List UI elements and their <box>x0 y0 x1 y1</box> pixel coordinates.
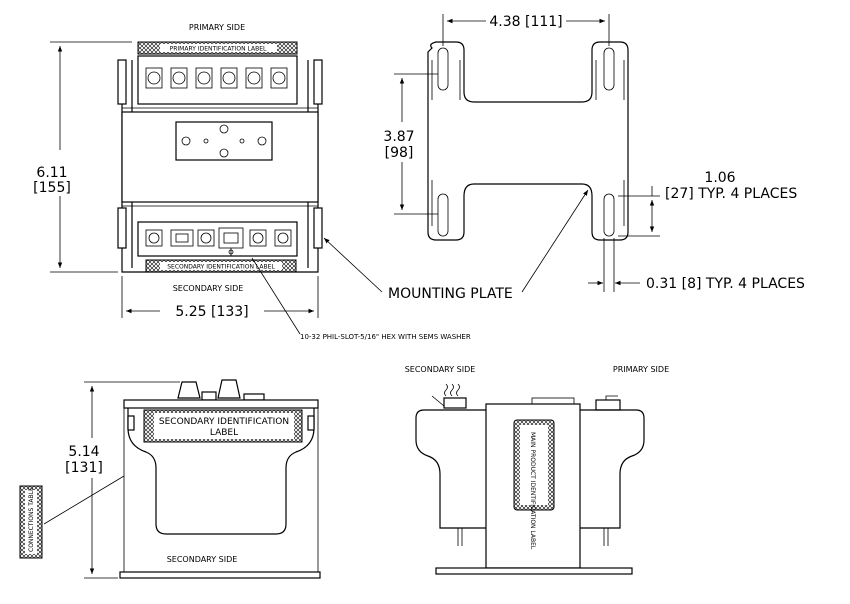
secondary-terminal-block <box>137 221 298 257</box>
primary-terminals <box>145 67 288 89</box>
front-primary-side-text: PRIMARY SIDE <box>189 23 245 32</box>
side-secondary-label-line1: SECONDARY IDENTIFICATION <box>159 417 289 427</box>
mounting-plate-view: 4.38 [111] 3.87 [98] 1.06 [27] TYP. 4 PL… <box>323 14 805 302</box>
connections-table-text: CONNECTIONS TABLE <box>28 487 35 552</box>
side-view: SECONDARY IDENTIFICATION LABEL SECONDARY… <box>19 379 321 579</box>
slot-bottom-right <box>603 193 615 237</box>
end-view-base <box>435 567 633 575</box>
plate-slot-length-in: 1.06 <box>704 170 735 186</box>
front-height-mm: [155] <box>33 180 71 196</box>
side-view-body <box>127 408 315 535</box>
secondary-id-label-text: SECONDARY IDENTIFICATION LABEL <box>167 264 275 271</box>
slot-top-left <box>437 47 449 91</box>
side-height-mm: [131] <box>65 460 103 476</box>
side-view-base <box>119 571 321 579</box>
plate-slot-length-rest: [27] TYP. 4 PLACES <box>665 186 797 202</box>
front-height-in: 6.11 <box>36 165 67 181</box>
end-primary-side-text: PRIMARY SIDE <box>613 365 669 374</box>
front-width-dim: 5.25 [133] <box>175 304 248 320</box>
plate-top-width: 4.38 [111] <box>489 14 562 30</box>
secondary-terminals <box>145 227 292 256</box>
end-secondary-side-text: SECONDARY SIDE <box>405 365 476 374</box>
front-secondary-side-text: SECONDARY SIDE <box>173 284 244 293</box>
plate-slot-spacing-in: 3.87 <box>383 129 414 145</box>
mounting-plate-outline <box>427 41 629 241</box>
end-view: SECONDARY SIDE PRIMARY SIDE MAIN PRODUCT… <box>405 365 669 575</box>
center-plate <box>175 121 273 161</box>
side-secondary-label-line2: LABEL <box>210 428 238 438</box>
main-label-text: MAIN PRODUCT IDENTIFICATION LABEL <box>529 432 536 550</box>
screw-note: 10-32 PHIL-SLOT-5/16" HEX WITH SEMS WASH… <box>300 333 471 341</box>
front-view: PRIMARY SIDE PRIMARY IDENTIFICATION LABE… <box>33 23 471 341</box>
primary-id-label-text: PRIMARY IDENTIFICATION LABEL <box>170 46 267 53</box>
side-height-in: 5.14 <box>68 444 99 460</box>
primary-terminal-block <box>137 55 298 105</box>
slot-bottom-left <box>437 193 449 237</box>
plate-slot-width: 0.31 [8] TYP. 4 PLACES <box>646 276 805 292</box>
end-view-right-wing <box>580 409 645 529</box>
slot-top-right <box>603 47 615 91</box>
plate-slot-spacing-mm: [98] <box>385 145 414 161</box>
mounting-plate-label: MOUNTING PLATE <box>388 286 513 302</box>
side-secondary-side-text: SECONDARY SIDE <box>167 555 238 564</box>
end-view-left-wing <box>415 409 486 529</box>
